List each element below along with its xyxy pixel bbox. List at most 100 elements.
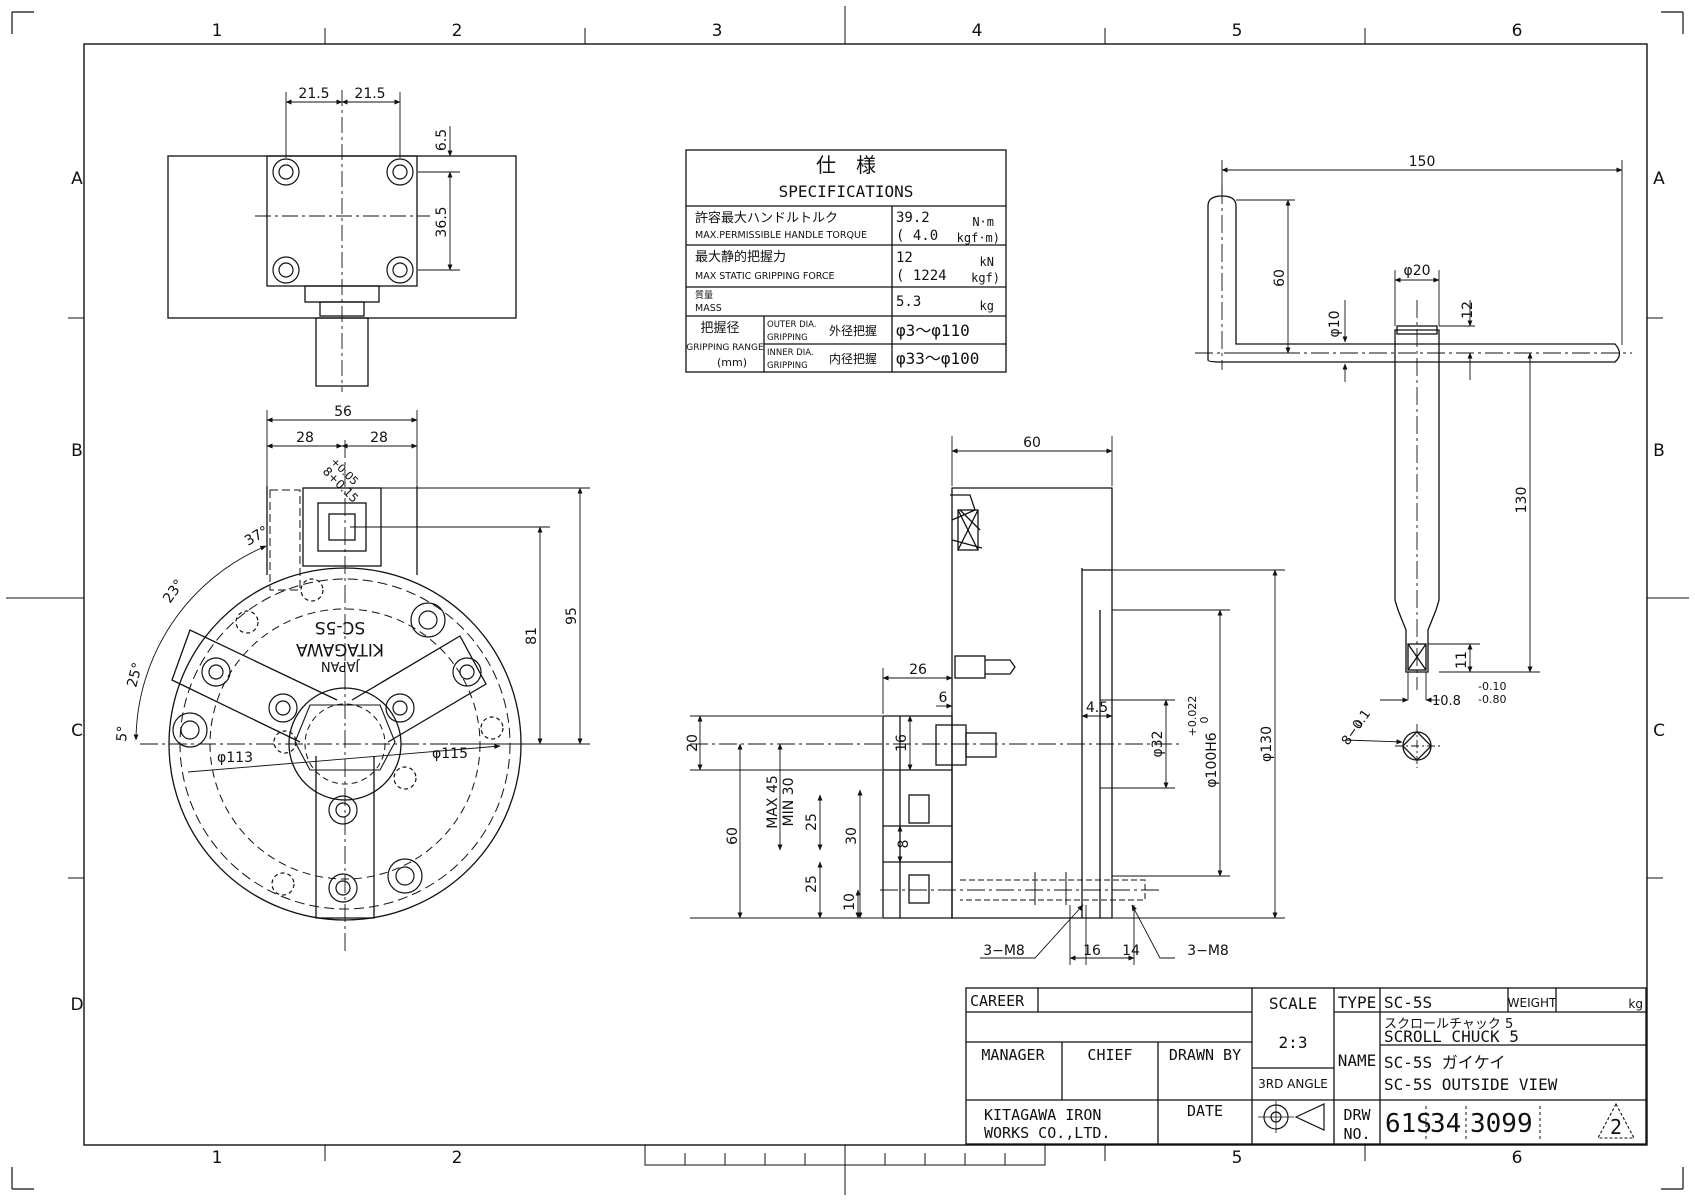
dim-text: 8−0.1 <box>1339 707 1374 748</box>
dim-text: 5° <box>114 725 131 742</box>
spec-value: φ3～φ110 <box>896 321 970 340</box>
col-label: 3 <box>712 21 723 41</box>
spec-value: φ33～φ100 <box>896 349 979 368</box>
spec-label: OUTER DIA. <box>767 320 817 330</box>
row-label: B <box>1653 441 1665 461</box>
tb-career: CAREER <box>970 992 1025 1010</box>
dim-text: 36.5 <box>434 206 450 237</box>
dim-text: 28 <box>296 430 314 446</box>
dim-text: +0.022 <box>1186 696 1199 737</box>
dim-text: φ32 <box>1150 730 1166 757</box>
tb-revision: 2 <box>1610 1115 1622 1139</box>
row-label: B <box>71 441 83 461</box>
col-label: 6 <box>1512 1148 1523 1168</box>
spec-label: MAX STATIC GRIPPING FORCE <box>695 271 835 282</box>
dim-text: 16 <box>894 734 910 752</box>
top-view-dims: 21.5 21.5 6.5 36.5 <box>298 86 450 238</box>
sheet-frame <box>6 6 1689 1195</box>
tb-name-label: NAME <box>1338 1051 1377 1070</box>
dim-text: 60 <box>1023 435 1041 451</box>
dim-text: 3−M8 <box>983 943 1025 959</box>
dim-text: 12 <box>1460 301 1476 319</box>
spec-label: 最大静的把握力 <box>695 249 786 265</box>
dim-text: 11 <box>1454 651 1470 669</box>
dim-text: φ113 <box>217 750 253 766</box>
spec-table <box>685 149 1007 373</box>
tb-name-en: SCROLL CHUCK 5 <box>1384 1027 1519 1046</box>
dim-text: 0 <box>1198 717 1211 724</box>
dim-text: 25 <box>804 875 820 893</box>
engraved-origin: JAPAN <box>321 658 360 673</box>
row-label: C <box>71 721 83 741</box>
handle-dims: 150 60 φ20 φ10 12 130 11 10.8 -0.10 -0.8… <box>1272 154 1530 748</box>
dim-text: 21.5 <box>354 86 385 102</box>
col-label: 5 <box>1232 21 1243 41</box>
tb-weight-unit: kg <box>1628 997 1643 1011</box>
tb-date: DATE <box>1187 1102 1223 1120</box>
tb-scale-value: 2:3 <box>1279 1033 1308 1052</box>
dim-text: -0.80 <box>1478 693 1506 706</box>
engraved-brand: KITAGAWA <box>296 639 384 659</box>
tb-drw-no: 34 <box>1430 1109 1461 1139</box>
dim-text: φ10 <box>1327 310 1343 337</box>
dim-text: 81 <box>524 627 540 645</box>
tb-name-jp: スクロールチャック 5 <box>1384 1017 1513 1032</box>
dim-text: 130 <box>1514 487 1530 514</box>
tb-chief: CHIEF <box>1087 1046 1132 1064</box>
col-label: 1 <box>212 1148 223 1168</box>
title-block-text: CAREER SCALE 2:3 3RD ANGLE TYPE SC-5S WE… <box>970 992 1643 1143</box>
spec-label: 質量 <box>695 289 713 301</box>
title-block <box>965 987 1647 1145</box>
dim-text: 20 <box>685 734 701 752</box>
row-label: A <box>71 169 83 189</box>
dim-text: 14 <box>1122 943 1140 959</box>
row-label: D <box>70 995 83 1015</box>
row-label: A <box>1653 169 1665 189</box>
tb-type-value: SC-5S <box>1384 993 1432 1012</box>
dim-text: 16 <box>1083 943 1101 959</box>
spec-unit: kN <box>980 255 994 269</box>
spec-unit: N·m <box>972 215 994 229</box>
dim-text: 30 <box>844 827 860 845</box>
spec-label: MASS <box>695 303 722 314</box>
col-label: 5 <box>1232 1148 1243 1168</box>
dim-text: 56 <box>334 404 352 420</box>
tb-manager: MANAGER <box>981 1046 1045 1064</box>
spec-value: ( 4.0 <box>896 228 938 244</box>
row-label: C <box>1653 721 1665 741</box>
tb-drw-no: 61S <box>1385 1109 1432 1139</box>
dim-text: 25 <box>804 813 820 831</box>
spec-title-jp: 仕 様 <box>816 153 876 177</box>
dim-text: 25° <box>124 661 146 689</box>
col-label: 4 <box>972 21 983 41</box>
dim-text: φ100H6 <box>1204 732 1220 787</box>
spec-label: 内径把握 <box>829 351 877 366</box>
spec-label: INNER DIA. <box>767 348 814 358</box>
spec-table-text: 仕 様 SPECIFICATIONS 許容最大ハンドルトルク MAX.PERMI… <box>686 153 1000 371</box>
tb-drw-no: 3099 <box>1470 1109 1533 1139</box>
spec-value: 39.2 <box>896 210 930 226</box>
spec-value: 12 <box>896 250 913 266</box>
tb-type-label: TYPE <box>1338 993 1377 1012</box>
dim-text: 3−M8 <box>1187 943 1229 959</box>
spec-unit: kgf) <box>971 271 1000 285</box>
col-label: 2 <box>452 1148 463 1168</box>
col-label: 1 <box>212 21 223 41</box>
col-label: 2 <box>452 21 463 41</box>
tb-company: KITAGAWA IRON <box>984 1106 1101 1124</box>
front-view <box>133 410 590 954</box>
tb-company: WORKS CO.,LTD. <box>984 1124 1110 1142</box>
tb-drw-label: DRW <box>1343 1106 1371 1124</box>
spec-label: GRIPPING <box>767 361 808 371</box>
tb-weight-label: WEIGHT <box>1508 996 1557 1010</box>
dim-text: 6.5 <box>434 129 450 151</box>
dim-text: 4.5 <box>1086 700 1108 716</box>
top-view <box>167 90 517 392</box>
spec-label: GRIPPING <box>767 333 808 343</box>
dim-text: 150 <box>1409 154 1436 170</box>
tb-angle: 3RD ANGLE <box>1258 1077 1328 1091</box>
dim-text: 21.5 <box>298 86 329 102</box>
third-angle-symbol <box>1258 1101 1325 1133</box>
